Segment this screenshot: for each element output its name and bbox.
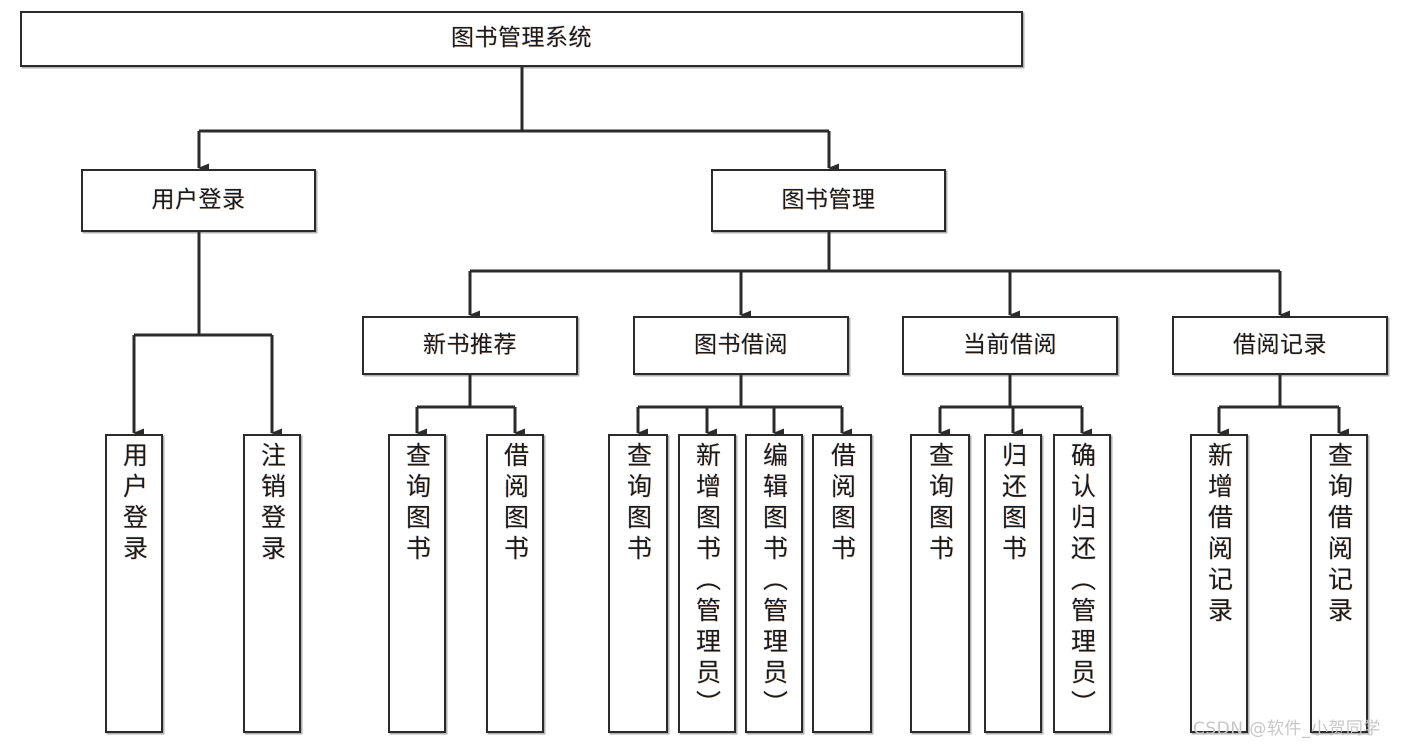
node-new-book-rec[interactable]: 新书推荐 (362, 316, 578, 375)
node-user-login[interactable]: 用户登录 (81, 169, 316, 232)
node-leaf-bb-query[interactable]: 查询图书 (608, 434, 668, 733)
node-leaf-bb-borrow[interactable]: 借阅图书 (812, 434, 872, 733)
node-label: 注销登录 (257, 442, 287, 566)
node-leaf-br-add[interactable]: 新增借阅记录 (1190, 434, 1248, 733)
node-label: 借阅图书 (827, 442, 857, 566)
node-label: 查询图书 (925, 442, 955, 566)
node-label: 用户登录 (119, 442, 149, 566)
node-leaf-user-login[interactable]: 用户登录 (105, 434, 163, 733)
node-label: 确认归还（管理员） (1067, 442, 1097, 721)
node-label: 当前借阅 (963, 331, 1057, 358)
node-book-manage[interactable]: 图书管理 (711, 169, 946, 232)
node-leaf-bb-edit[interactable]: 编辑图书（管理员） (745, 434, 803, 733)
node-label: 图书管理 (781, 186, 876, 213)
csdn-watermark: CSDN @软件_小贺同学 (1193, 719, 1381, 739)
node-label: 借阅图书 (500, 442, 530, 566)
node-leaf-cb-return[interactable]: 归还图书 (984, 434, 1042, 733)
node-leaf-nbr-query[interactable]: 查询图书 (388, 434, 446, 733)
node-book-borrow[interactable]: 图书借阅 (633, 316, 849, 375)
node-label: 编辑图书（管理员） (759, 442, 789, 721)
node-label: 借阅记录 (1233, 331, 1327, 358)
edge-group (132, 67, 1349, 438)
node-leaf-nbr-borrow[interactable]: 借阅图书 (486, 434, 544, 733)
node-label: 新增借阅记录 (1204, 442, 1234, 628)
node-label: 图书借阅 (694, 331, 788, 358)
node-leaf-cb-query[interactable]: 查询图书 (910, 434, 970, 733)
node-label: 查询借阅记录 (1324, 442, 1354, 628)
node-label: 新增图书（管理员） (692, 442, 722, 721)
node-label: 图书管理系统 (451, 25, 592, 52)
node-label: 查询图书 (623, 442, 653, 566)
node-leaf-user-logout[interactable]: 注销登录 (243, 434, 301, 733)
node-leaf-bb-add[interactable]: 新增图书（管理员） (678, 434, 736, 733)
node-current-borrow[interactable]: 当前借阅 (902, 316, 1118, 375)
node-leaf-br-query[interactable]: 查询借阅记录 (1310, 434, 1368, 733)
node-label: 新书推荐 (423, 331, 517, 358)
node-borrow-record[interactable]: 借阅记录 (1172, 316, 1388, 375)
node-label: 用户登录 (151, 186, 246, 213)
node-root[interactable]: 图书管理系统 (20, 11, 1023, 67)
node-label: 归还图书 (998, 442, 1028, 566)
node-leaf-cb-confirm[interactable]: 确认归还（管理员） (1053, 434, 1111, 733)
node-label: 查询图书 (402, 442, 432, 566)
